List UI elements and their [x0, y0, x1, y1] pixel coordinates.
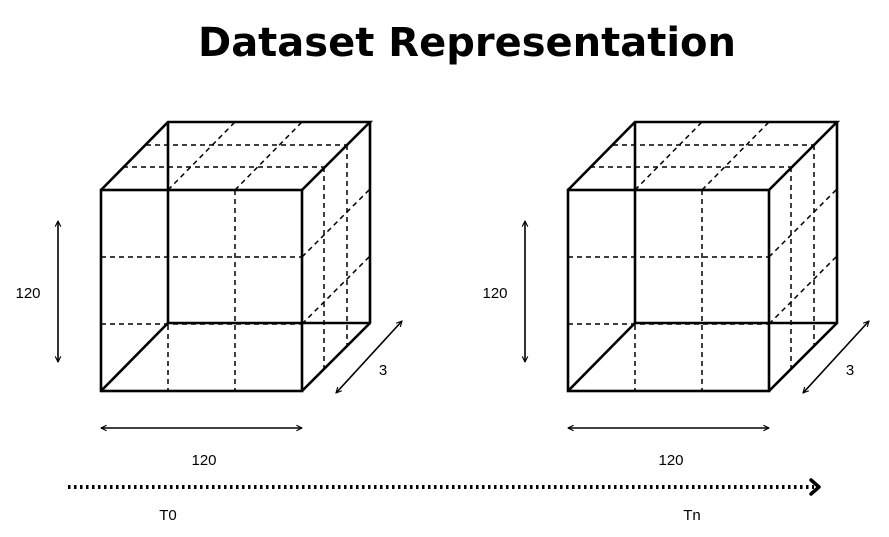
cube-tn: 120 120 3: [482, 120, 869, 469]
depth-arrow: [336, 321, 402, 393]
time-axis-arrowhead: [809, 478, 821, 496]
cube-t0: 120 120 3: [15, 120, 402, 469]
width-label: 120: [191, 452, 216, 469]
height-label: 120: [482, 285, 507, 302]
depth-label: 3: [846, 362, 854, 379]
time-label-end: Tn: [683, 507, 701, 524]
time-label-start: T0: [159, 507, 177, 524]
width-label: 120: [658, 452, 683, 469]
time-axis: T0 Tn: [68, 478, 821, 524]
depth-label: 3: [379, 362, 387, 379]
height-label: 120: [15, 285, 40, 302]
diagram-title: Dataset Representation: [198, 20, 736, 66]
depth-arrow: [803, 321, 869, 393]
